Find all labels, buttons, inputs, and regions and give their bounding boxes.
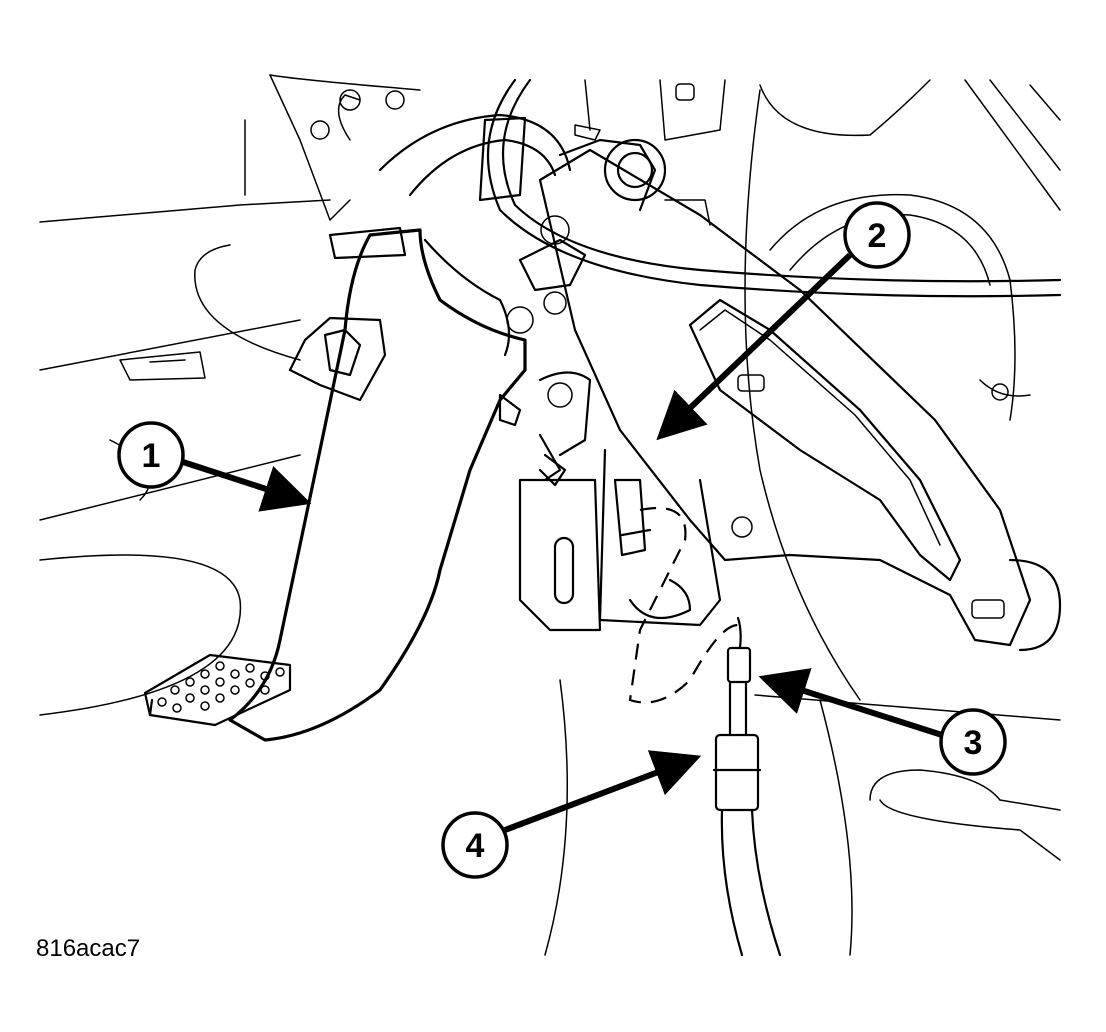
overhead-cable xyxy=(486,78,1062,298)
callout-3-label: 3 xyxy=(964,724,983,762)
lower-bracket xyxy=(518,478,692,632)
brake-pedal xyxy=(228,226,592,742)
callout-1-label: 1 xyxy=(142,437,161,475)
pedal-pad-texture xyxy=(157,661,285,713)
figure-id: 816acac7 xyxy=(36,935,141,962)
callout-4-circle xyxy=(441,811,509,879)
pedal-hanger-bracket xyxy=(310,79,726,357)
callout-3: 3 xyxy=(758,668,1007,776)
hidden-cable-path xyxy=(628,506,739,704)
pedal-support-arm xyxy=(538,148,1062,652)
callout-2-label: 2 xyxy=(868,217,887,255)
brake-cable xyxy=(712,616,782,957)
callout-4-label: 4 xyxy=(466,827,485,865)
background-panels xyxy=(39,74,1061,956)
callout-1-circle xyxy=(117,421,185,489)
callout-2-circle xyxy=(843,201,911,269)
callout-2: 2 xyxy=(656,201,911,441)
callout-4: 4 xyxy=(441,750,702,879)
callout-3-circle xyxy=(939,708,1007,776)
pedal-pad xyxy=(143,653,292,727)
callout-1: 1 xyxy=(117,421,312,512)
